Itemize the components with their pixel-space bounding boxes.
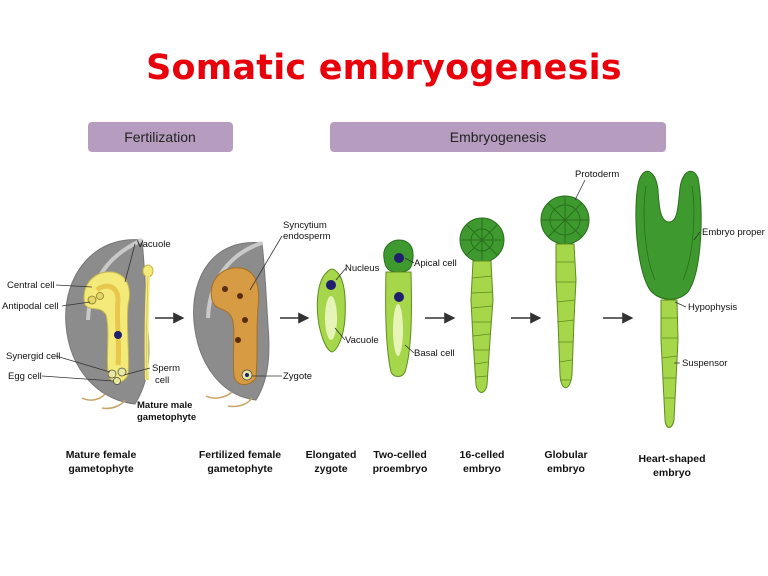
mature-male-label-1: Mature male	[137, 400, 192, 411]
central-cell-leader	[55, 284, 93, 288]
synergid-cell-leader	[55, 355, 111, 373]
egg-cell-leader	[41, 375, 115, 382]
vacuole-leader-1	[124, 243, 136, 283]
globular-embryo	[540, 195, 590, 389]
syncytium-label-2: endosperm	[283, 231, 331, 242]
sperm-cell-label-1: Sperm	[152, 363, 180, 374]
caption-mature-female-1: Mature female	[66, 449, 137, 461]
page-title: Somatic embryogenesis	[146, 48, 622, 88]
fertilization-banner-label: Fertilization	[124, 129, 196, 145]
vacuole-label-1: Vacuole	[137, 239, 171, 250]
syncytium-leader	[249, 235, 283, 291]
basal-cell-leader	[404, 344, 415, 354]
syncytium-label-1: Syncytium	[283, 220, 327, 231]
nucleus-leader	[335, 267, 347, 281]
caption-two-celled-1: Two-celled	[373, 449, 426, 461]
fertilized-female-gametophyte	[193, 241, 270, 408]
caption-heart-shaped-1: Heart-shaped	[638, 453, 705, 465]
caption-16-celled-1: 16-celled	[460, 449, 505, 461]
mature-male-label-2: gametophyte	[137, 412, 196, 423]
caption-globular-2: embryo	[547, 463, 585, 475]
caption-globular-1: Globular	[544, 449, 587, 461]
central-cell-label: Central cell	[7, 280, 55, 291]
embryogenesis-banner-label: Embryogenesis	[450, 129, 547, 145]
antipodal-cell-leader	[61, 301, 91, 307]
two-celled-proembryo	[383, 239, 414, 377]
caption-16-celled-2: embryo	[463, 463, 501, 475]
caption-fertilized-female-1: Fertilized female	[199, 449, 281, 461]
hypophysis-leader	[674, 301, 687, 308]
fertilization-banner: Fertilization	[88, 122, 233, 152]
caption-fertilized-female-2: gametophyte	[207, 463, 273, 475]
sperm-cell-label-2: cell	[155, 375, 169, 386]
basal-cell-label: Basal cell	[414, 348, 455, 359]
mature-female-gametophyte	[65, 238, 150, 410]
caption-elongated-zygote-2: zygote	[314, 463, 347, 475]
stage-captions: Mature female gametophyte Fertilized fem…	[66, 449, 706, 479]
apical-cell-label: Apical cell	[414, 258, 457, 269]
synergid-cell-label: Synergid cell	[6, 351, 60, 362]
sixteen-celled-embryo	[459, 217, 505, 393]
sperm-cell-leader	[123, 367, 151, 376]
vacuole-label-2: Vacuole	[345, 335, 379, 346]
embryogenesis-banner: Embryogenesis	[330, 122, 666, 152]
suspensor-label: Suspensor	[682, 358, 727, 369]
embryo-proper-label: Embryo proper	[702, 227, 765, 238]
caption-two-celled-2: proembryo	[373, 463, 428, 475]
caption-heart-shaped-2: embryo	[653, 467, 691, 479]
elongated-zygote	[316, 268, 346, 353]
nucleus-label: Nucleus	[345, 263, 380, 274]
protoderm-label: Protoderm	[575, 169, 619, 180]
heart-shaped-embryo	[635, 170, 702, 428]
apical-cell-leader	[404, 257, 415, 264]
mature-male-gametophyte	[142, 264, 154, 381]
vacuole-leader-2	[334, 327, 346, 341]
antipodal-cell-label: Antipodal cell	[2, 301, 59, 312]
embryo-proper-leader	[693, 231, 701, 241]
caption-mature-female-2: gametophyte	[68, 463, 134, 475]
egg-cell-label: Egg cell	[8, 371, 42, 382]
hypophysis-label: Hypophysis	[688, 302, 737, 313]
zygote-label: Zygote	[283, 371, 312, 382]
caption-elongated-zygote-1: Elongated	[306, 449, 357, 461]
protoderm-leader	[574, 179, 586, 201]
